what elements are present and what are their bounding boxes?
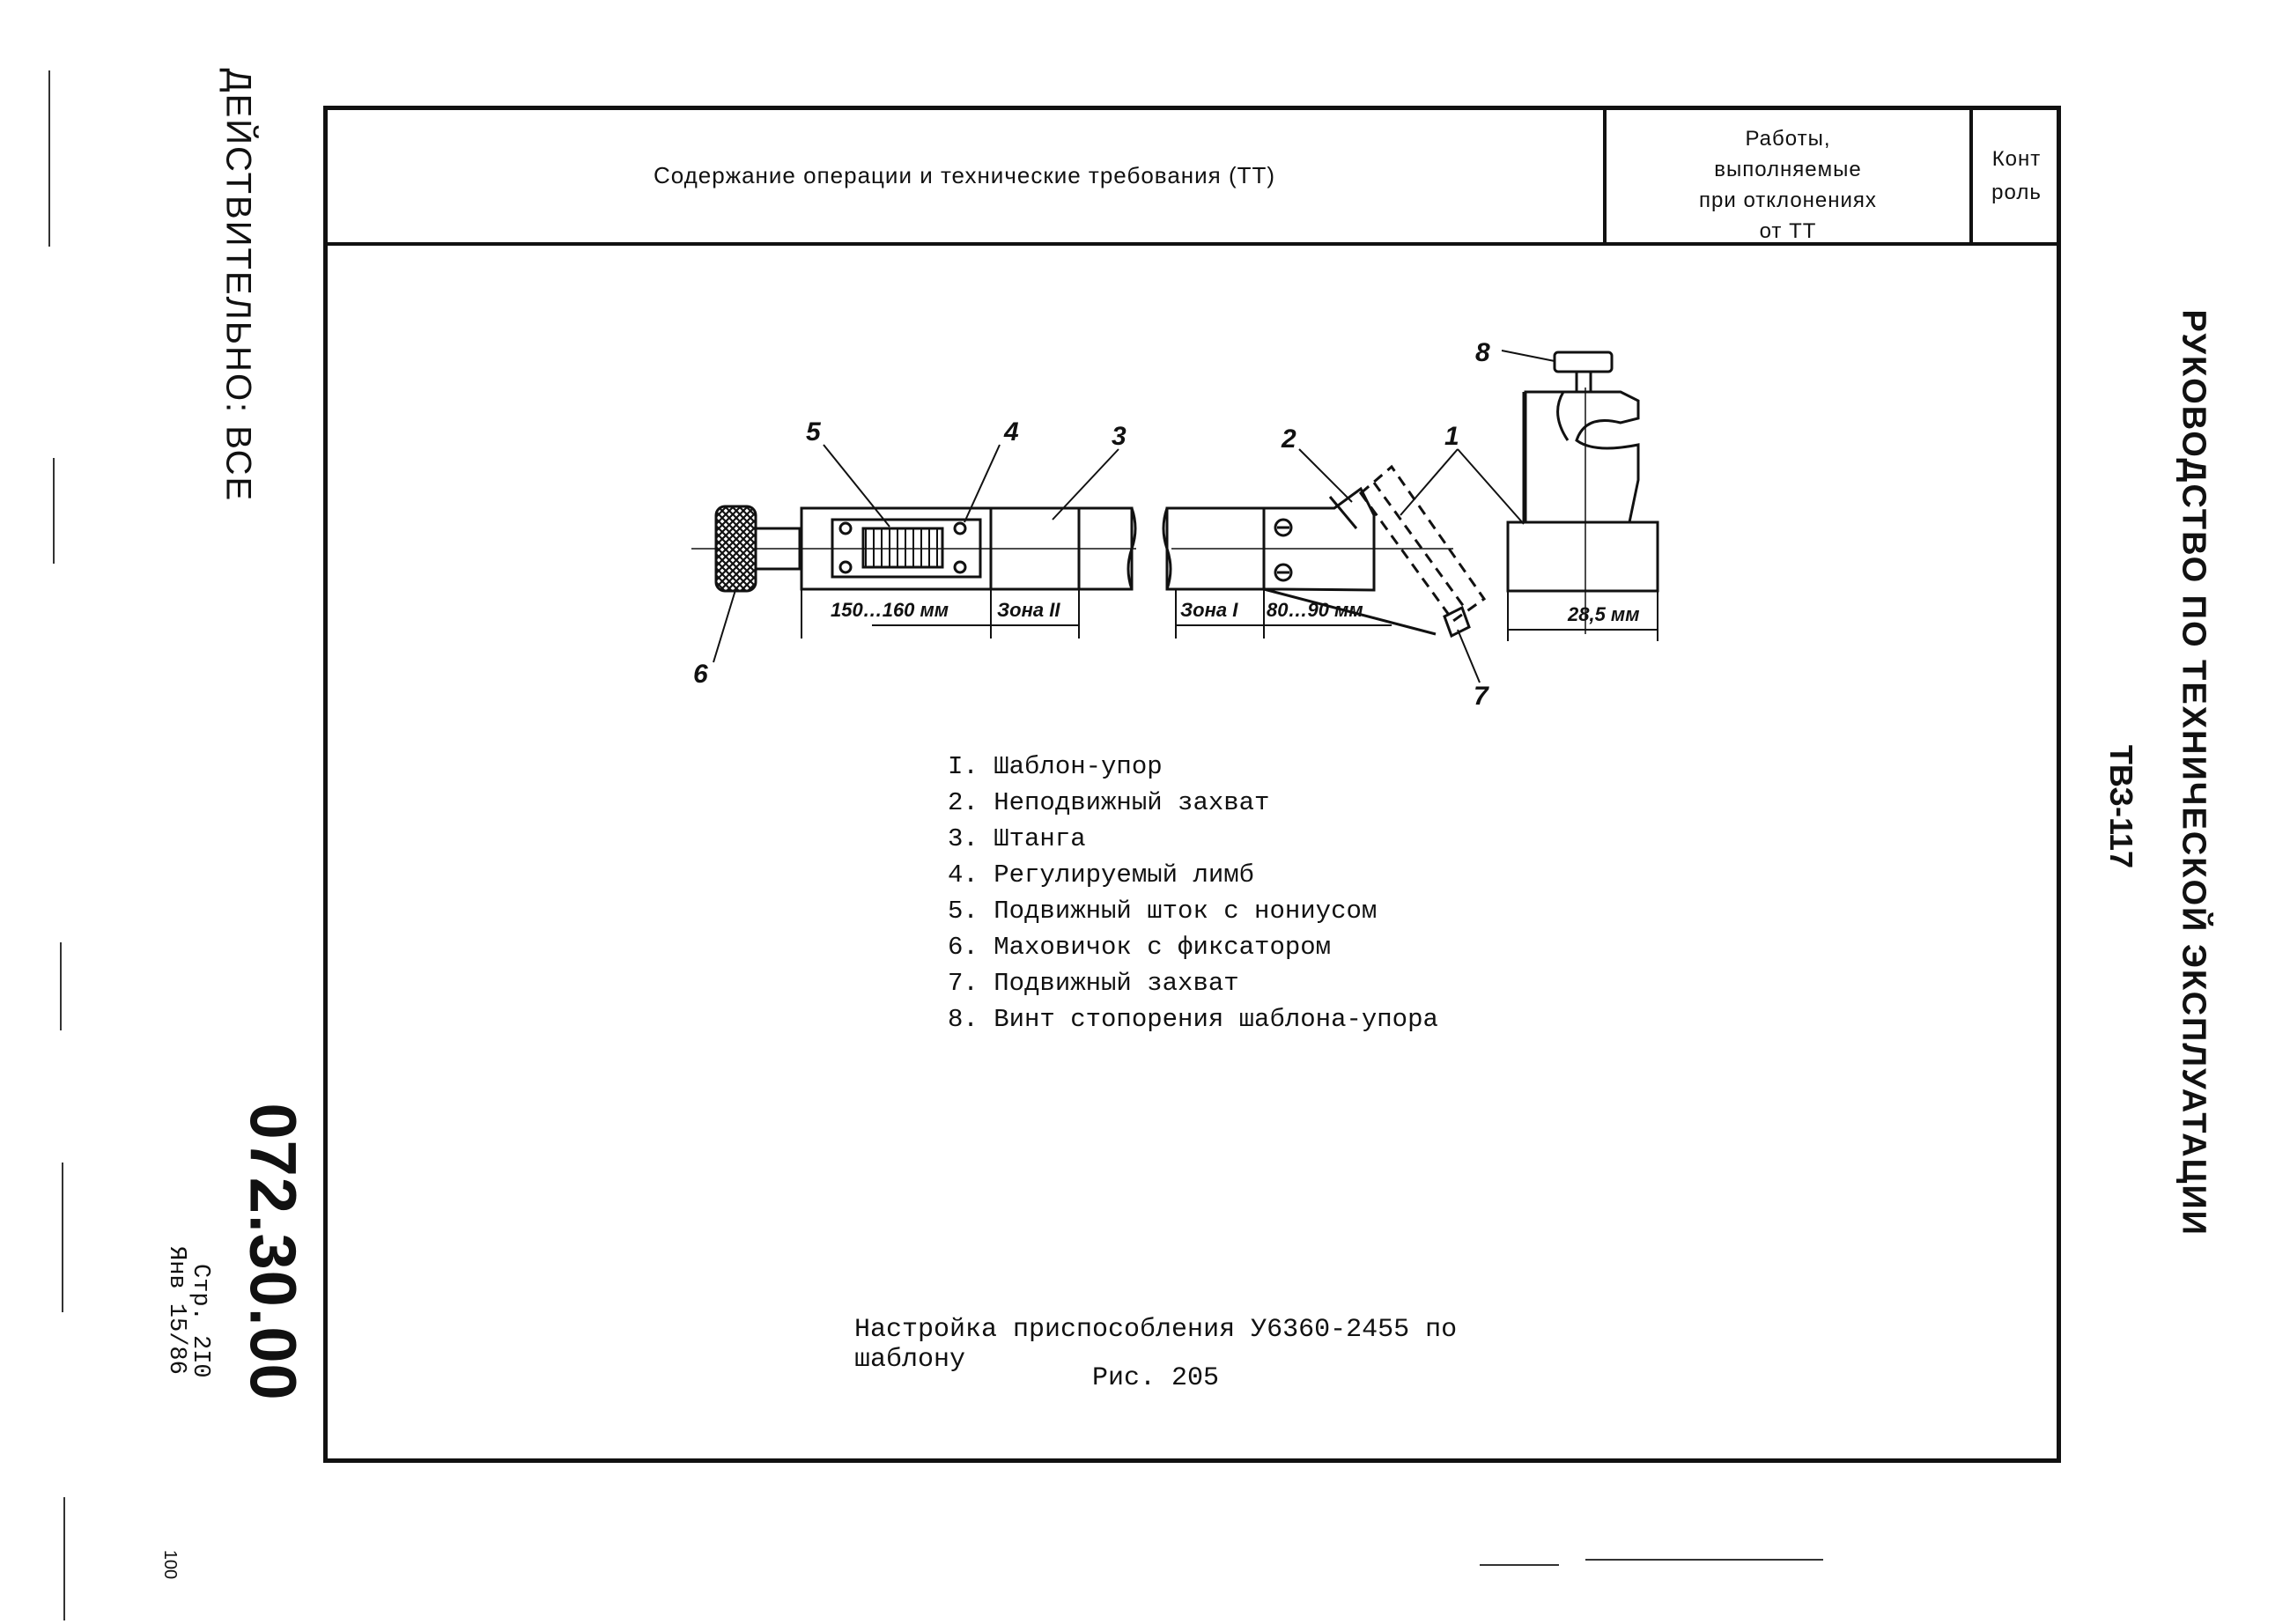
- fixed-jaw: [1262, 486, 1376, 592]
- figure-number: Рис. 205: [1092, 1363, 1220, 1393]
- header-divider: [323, 242, 2061, 246]
- moving-jaw: [1443, 605, 1471, 639]
- header-control-line: Конт: [1991, 147, 2042, 171]
- scan-edge-mark: [53, 458, 55, 564]
- callout-2: 2: [1281, 424, 1296, 454]
- document-number: 072.30.00: [236, 1103, 310, 1401]
- callout-6: 6: [693, 660, 708, 689]
- header-control-label: Конт роль: [1975, 143, 2058, 210]
- template-stop-outline: [1358, 464, 1487, 624]
- margin-footnote: 100: [160, 1549, 181, 1580]
- page-frame: [323, 106, 2061, 1463]
- legend-item: 8. Винт стопорения шаблона-упора: [948, 1005, 1438, 1034]
- parts-legend: I. Шаблон-упор 2. Неподвижный захват 3. …: [948, 749, 1438, 1037]
- header-deviation-line: при отклонениях: [1699, 188, 1877, 212]
- header-deviation-line: выполняемые: [1714, 158, 1862, 181]
- header-content-label: Содержание операции и технические требов…: [653, 162, 1276, 188]
- scan-edge-mark: [1585, 1559, 1823, 1561]
- header-deviation-line: Работы,: [1745, 127, 1831, 151]
- scan-edge-mark: [62, 1163, 63, 1312]
- header-column-divider: [1603, 106, 1607, 245]
- revision-date: Янв 15/86: [163, 1246, 189, 1375]
- manual-code: ТВЗ-117: [2103, 744, 2139, 869]
- effectivity-stamp: ДЕЙСТВИТЕЛЬНО: ВСЕ: [218, 68, 258, 503]
- header-column-divider: [1969, 106, 1973, 245]
- legend-item: 4. Регулируемый лимб: [948, 860, 1255, 890]
- callout-5: 5: [806, 417, 822, 447]
- header-deviation-line: от ТТ: [1759, 219, 1817, 243]
- scan-edge-mark: [48, 70, 50, 247]
- legend-item: I. Шаблон-упор: [948, 752, 1163, 781]
- callout-4: 4: [1003, 417, 1019, 447]
- handwheel-icon: [714, 505, 802, 593]
- locking-screw-icon: [1553, 351, 1614, 394]
- page-number: Стр. 2I0: [187, 1264, 213, 1378]
- legend-item: 2. Неподвижный захват: [948, 788, 1270, 817]
- zone-2-label: Зона II: [997, 599, 1060, 621]
- callout-1: 1: [1444, 422, 1459, 451]
- callout-7: 7: [1474, 682, 1489, 711]
- zone-1-label: Зона I: [1180, 599, 1238, 621]
- callout-8: 8: [1475, 338, 1490, 367]
- scan-edge-mark: [60, 942, 62, 1030]
- manual-title: РУКОВОДСТВО ПО ТЕХНИЧЕСКОЙ ЭКСПЛУАТАЦИИ: [2175, 309, 2212, 1237]
- scan-edge-mark: [1480, 1564, 1559, 1566]
- header-control-line: роль: [1991, 181, 2042, 204]
- callout-3: 3: [1112, 422, 1127, 451]
- legend-item: 5. Подвижный шток с нониусом: [948, 897, 1378, 926]
- header-deviation-label: Работы, выполняемые при отклонениях от Т…: [1612, 123, 1964, 247]
- dim-template-width: 28,5 мм: [1567, 603, 1639, 625]
- legend-item: 7. Подвижный захват: [948, 969, 1239, 998]
- legend-item: 6. Маховичок с фиксатором: [948, 933, 1332, 962]
- dim-jaw-range: 80…90 мм: [1267, 599, 1363, 621]
- legend-item: 3. Штанга: [948, 824, 1086, 853]
- figure-caption: Настройка приспособления У6360-2455 по ш…: [854, 1315, 1458, 1375]
- scan-edge-mark: [63, 1497, 65, 1620]
- dim-rod-range: 150…160 мм: [831, 599, 949, 621]
- template-stop-block: [1506, 388, 1659, 634]
